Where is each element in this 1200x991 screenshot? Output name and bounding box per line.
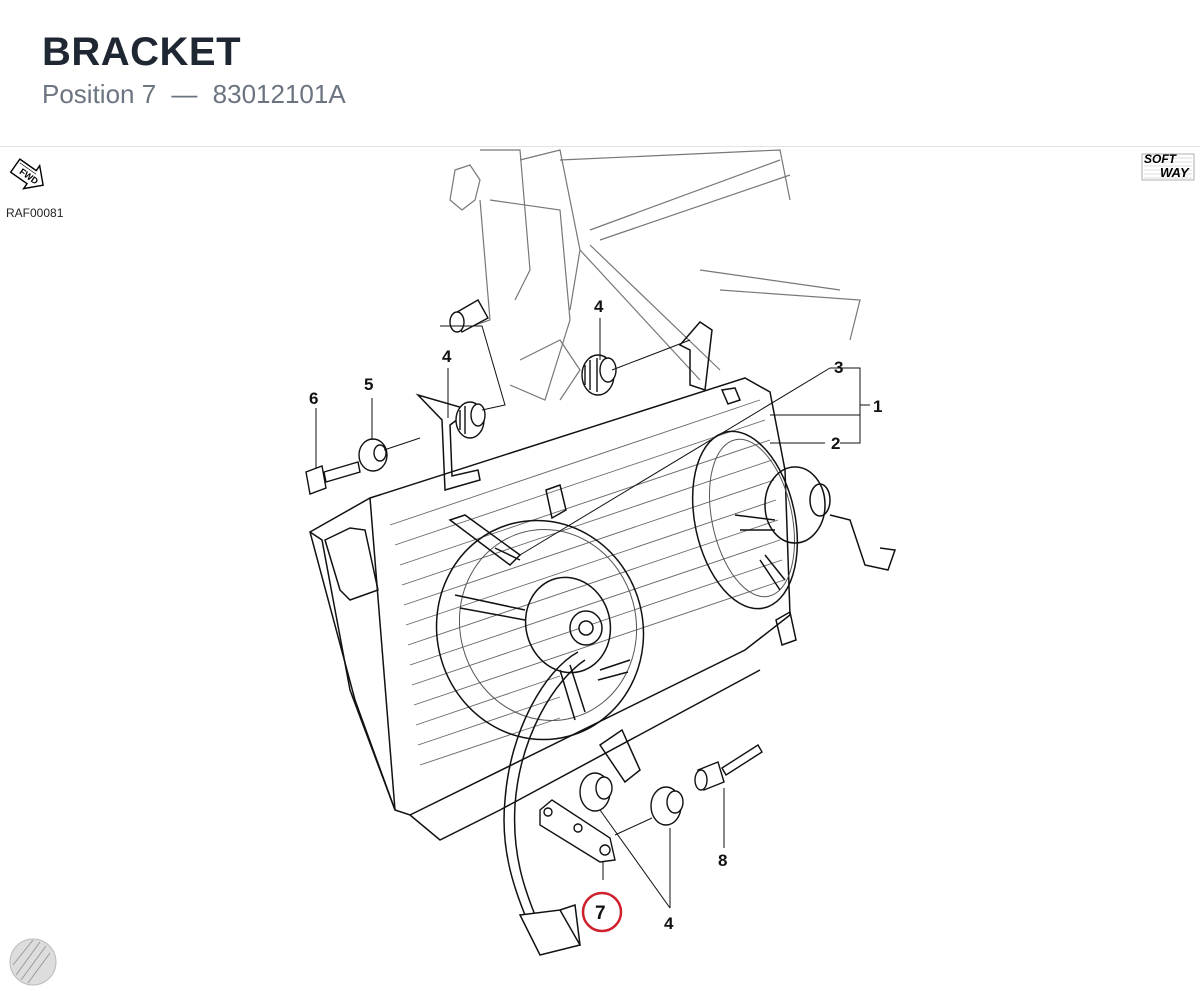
callout-7-highlight: 7 — [581, 891, 623, 933]
subtitle-position: Position 7 — [42, 79, 157, 109]
logo-text-way: WAY — [1160, 165, 1189, 180]
callout-4-top: 4 — [594, 297, 604, 316]
page-subtitle: Position 7 — 83012101A — [42, 79, 346, 110]
softway-logo: SOFT WAY — [1140, 152, 1196, 182]
radiator-assembly — [309, 321, 797, 841]
washer-part-5 — [358, 438, 388, 472]
grommet-upper-left — [455, 401, 486, 439]
grommet-lower-right — [650, 786, 684, 826]
fan-right — [691, 430, 897, 610]
bolt-part-6 — [305, 461, 361, 495]
fan-left — [435, 514, 645, 741]
spacer-part-8 — [694, 744, 763, 791]
grommet-upper-center — [581, 354, 617, 396]
leader-lines — [315, 318, 870, 909]
callout-6: 6 — [309, 389, 318, 408]
callout-3: 3 — [834, 358, 843, 377]
frame-outline — [449, 149, 861, 401]
grommet-lower-left — [579, 772, 613, 812]
page-title: BRACKET — [42, 30, 242, 74]
logo-shape — [1141, 153, 1195, 181]
callout-7: 7 — [595, 903, 606, 924]
callout-2: 2 — [831, 434, 840, 453]
callout-5: 5 — [364, 375, 373, 394]
reference-code: RAF00081 — [6, 206, 64, 220]
subtitle-part-number: 83012101A — [212, 79, 346, 109]
fan-wire-connector — [503, 651, 586, 956]
hatched-circle-icon — [9, 938, 57, 986]
callout-8: 8 — [718, 851, 727, 870]
page-header: BRACKET Position 7 — 83012101A — [0, 0, 1200, 147]
callout-4-left: 4 — [442, 347, 452, 366]
fwd-arrow-icon: FWD — [9, 158, 44, 190]
bracket-part-7 — [539, 799, 616, 863]
logo-text-soft: SOFT — [1144, 152, 1176, 166]
subtitle-separator: — — [171, 79, 198, 109]
callout-4-bottom: 4 — [664, 914, 674, 933]
callout-1: 1 — [873, 397, 882, 416]
